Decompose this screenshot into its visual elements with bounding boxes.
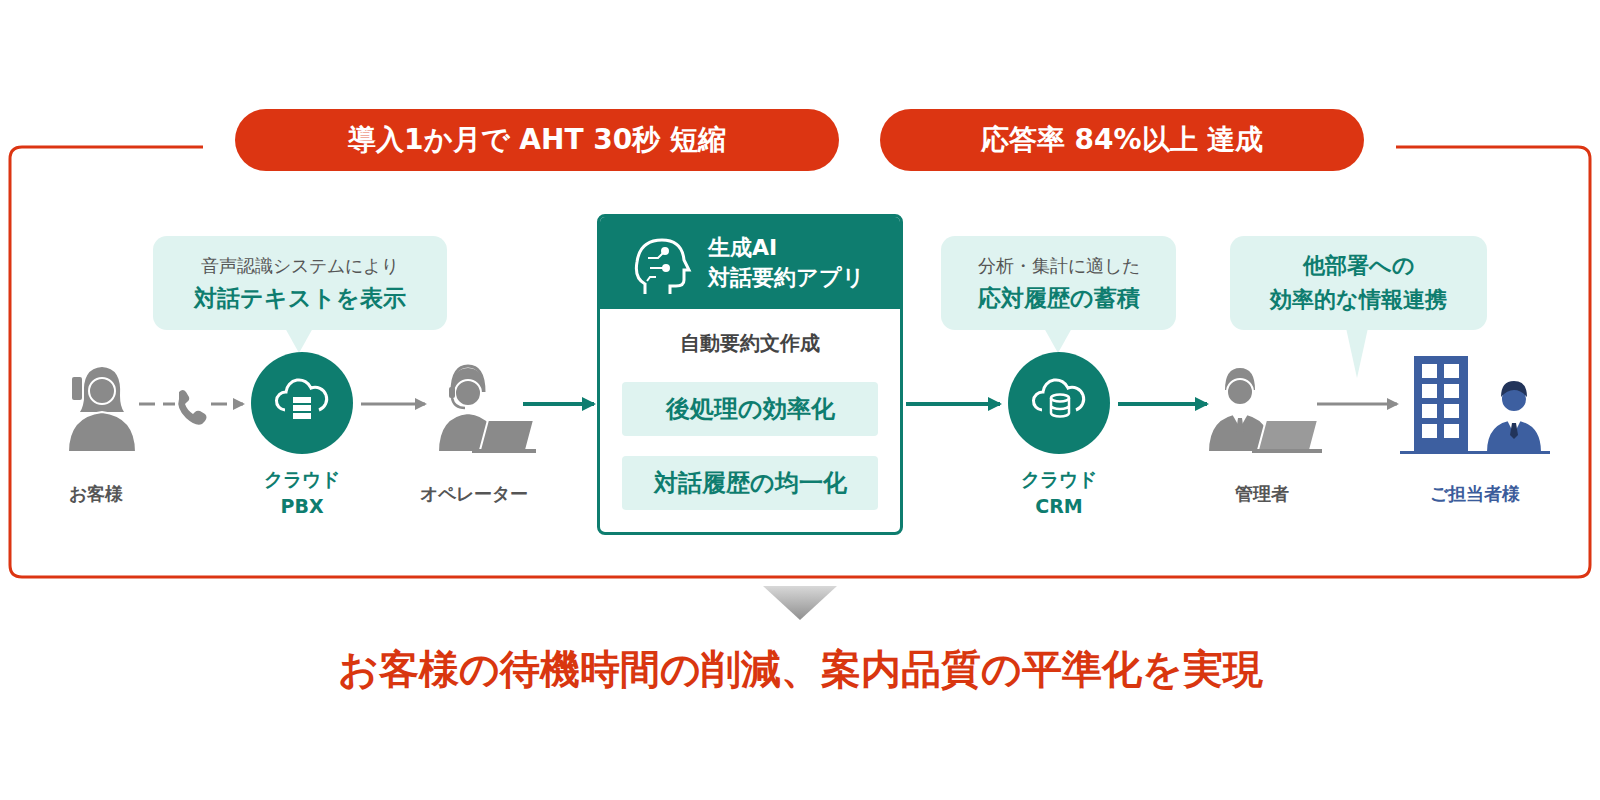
phone-symbol bbox=[175, 388, 207, 425]
label-text: クラウド PBX bbox=[257, 466, 347, 520]
feature-box: 対話履歴の均一化 bbox=[622, 456, 878, 510]
flow-arrow bbox=[361, 403, 425, 406]
app-header-band: 生成AI 対話要約アプリ bbox=[600, 217, 900, 309]
label-text: 応対履歴の蓄積 bbox=[978, 281, 1140, 315]
label-text: オペレーター bbox=[420, 483, 528, 505]
down-chevron bbox=[763, 586, 837, 620]
client-icon bbox=[1400, 356, 1550, 454]
label-text: 音声認識システムにより bbox=[201, 251, 399, 281]
client-node: ご担当者様 bbox=[1400, 350, 1550, 505]
callout-tail bbox=[285, 328, 313, 353]
callout-tail bbox=[1044, 328, 1072, 353]
label-text: クラウド CRM bbox=[1014, 466, 1104, 520]
feature-box: 後処理の効率化 bbox=[622, 382, 878, 436]
cloud-circle: クラウド PBX bbox=[246, 350, 358, 525]
flow-arrow bbox=[523, 402, 594, 406]
label-text: 管理者 bbox=[1235, 483, 1289, 505]
manager-node: 管理者 bbox=[1210, 350, 1314, 505]
flow-arrow bbox=[139, 403, 243, 406]
ai-app-box: 生成AI 対話要約アプリ自動要約文作成後処理の効率化対話履歴の均一化 bbox=[597, 214, 903, 535]
operator-icon bbox=[438, 366, 536, 453]
label-text: 分析・集計に適した bbox=[978, 251, 1140, 281]
label-text: 導入1か月で AHT 30秒 短縮 bbox=[348, 121, 726, 159]
circle-fill bbox=[1008, 352, 1110, 454]
label-text: 対話テキストを表示 bbox=[194, 281, 406, 315]
label-text: 応答率 84%以上 達成 bbox=[981, 121, 1264, 159]
label-text: お客様 bbox=[69, 483, 123, 505]
result-pill: 応答率 84%以上 達成 bbox=[880, 109, 1364, 171]
customer-icon bbox=[68, 367, 136, 452]
circle-fill bbox=[251, 352, 353, 454]
callout-bubble: 音声認識システムにより対話テキストを表示 bbox=[153, 236, 447, 330]
callout-tail bbox=[1346, 328, 1368, 378]
customer-node: お客様 bbox=[56, 350, 136, 505]
label-text: 生成AI 対話要約アプリ bbox=[708, 233, 878, 293]
label-text: お客様の待機時間の削減、案内品質の平準化を実現 bbox=[0, 642, 1600, 697]
flow-arrow bbox=[1118, 402, 1207, 406]
result-frame bbox=[10, 147, 1590, 577]
label-text: ご担当者様 bbox=[1430, 483, 1520, 505]
operator-node: オペレーター bbox=[428, 350, 520, 505]
cloud-circle: クラウド CRM bbox=[1003, 350, 1115, 525]
label-text: 他部署への 効率的な情報連携 bbox=[1259, 249, 1459, 317]
manager-icon bbox=[1208, 368, 1322, 453]
label-text: 対話履歴の均一化 bbox=[654, 467, 847, 499]
callout-bubble: 分析・集計に適した応対履歴の蓄積 bbox=[941, 236, 1176, 330]
flow-arrow bbox=[1317, 403, 1397, 406]
flow-arrow bbox=[906, 402, 1000, 406]
label-text: 後処理の効率化 bbox=[666, 393, 835, 425]
result-pill: 導入1か月で AHT 30秒 短縮 bbox=[235, 109, 839, 171]
callout-bubble: 他部署への 効率的な情報連携 bbox=[1230, 236, 1487, 330]
circle-shape bbox=[246, 350, 358, 456]
label-text: 自動要約文作成 bbox=[600, 330, 900, 356]
circle-shape bbox=[1003, 350, 1115, 456]
